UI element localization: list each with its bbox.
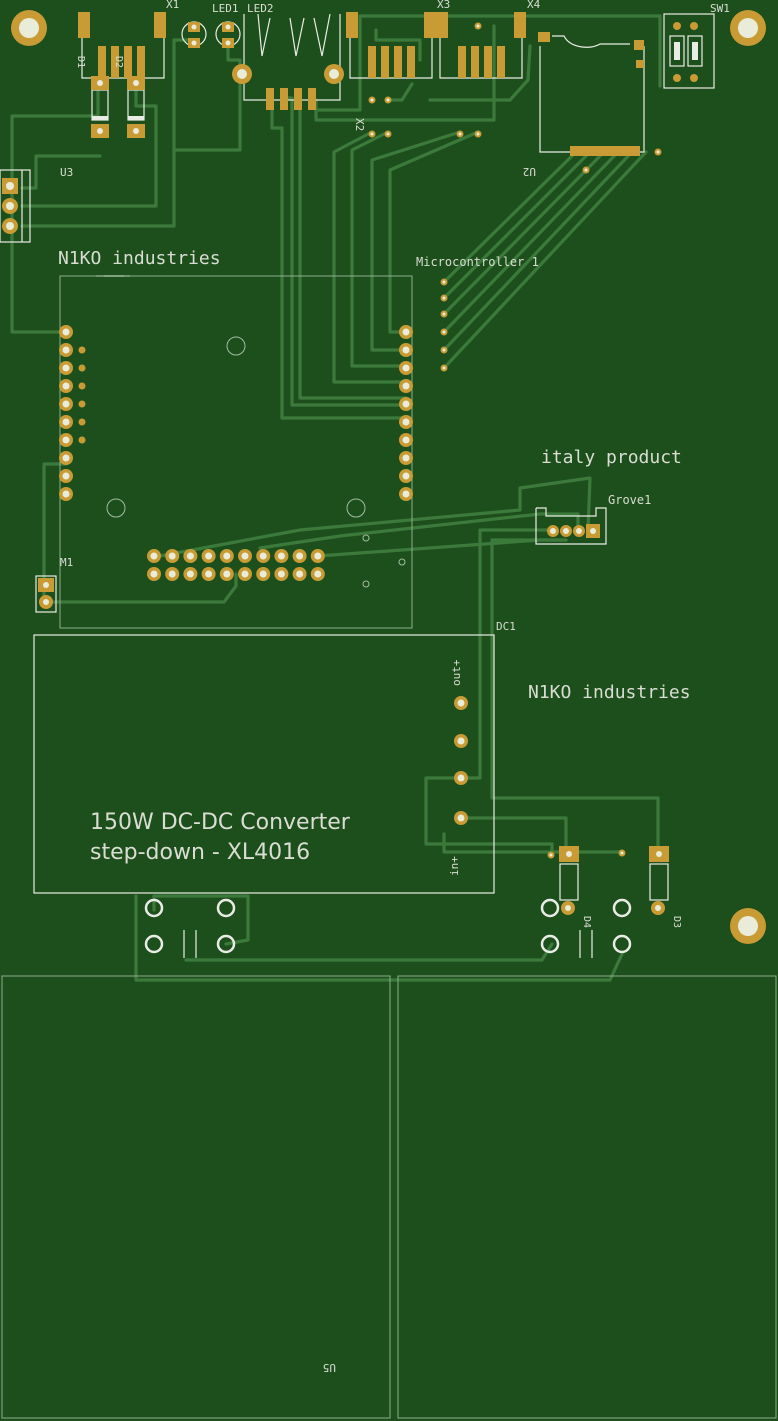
mcu-right-pin-hole xyxy=(402,472,410,480)
u5-label: U5 xyxy=(323,1361,336,1374)
mcu-bottom-pin-row1-hole xyxy=(205,552,213,560)
mcu-left-via xyxy=(78,400,86,408)
mcu-bottom-pin-row2-hole xyxy=(241,570,249,578)
d3-label: D3 xyxy=(671,916,682,928)
mcu-right-pin-hole xyxy=(402,400,410,408)
mcu-bottom-pin-row2-hole xyxy=(168,570,176,578)
d4-diode: D4 xyxy=(547,846,592,928)
mounting-holes xyxy=(11,10,766,944)
mcu-bottom-pin-row1-hole xyxy=(314,552,322,560)
d1-label: D1 xyxy=(75,56,86,68)
mcu-left-pin-hole xyxy=(62,382,70,390)
mcu-bottom-pin-row1-hole xyxy=(150,552,158,560)
sw1-label: SW1 xyxy=(710,2,730,15)
d3-diode: D3 xyxy=(618,846,682,928)
mcu-bottom-pin-row1-hole xyxy=(259,552,267,560)
mcu-left-pin-hole xyxy=(62,400,70,408)
mcu-bottom-pin-row1-hole xyxy=(296,552,304,560)
italy-product-label: italy product xyxy=(541,447,682,468)
dc1-label: DC1 xyxy=(496,620,516,633)
in-plus-label: in+ xyxy=(448,856,461,876)
out-plus-label: out+ xyxy=(450,659,463,686)
led1-label: LED1 xyxy=(212,2,239,15)
mcu-bottom-pin-row1-hole xyxy=(168,552,176,560)
brand-label-top: N1KO industries xyxy=(58,248,221,269)
grove1-label: Grove1 xyxy=(608,493,651,507)
x4-connector: X4 xyxy=(436,0,541,79)
x4-label: X4 xyxy=(527,0,541,11)
mcu-bottom-pin-row2-hole xyxy=(150,570,158,578)
sd-header-vias xyxy=(440,278,448,372)
sw1-switch: SW1 xyxy=(663,2,730,89)
mcu-bottom-pin-row2-hole xyxy=(186,570,194,578)
u5-footprint: U5 xyxy=(1,975,777,1419)
d2-diode: D2 xyxy=(113,56,145,138)
x3-label: X3 xyxy=(437,0,450,11)
m1-header: M1 xyxy=(35,556,73,613)
brand-label-right: N1KO industries xyxy=(528,682,691,703)
bottom-left-pads xyxy=(144,898,236,958)
x1-label: X1 xyxy=(166,0,179,11)
led2-label: LED2 xyxy=(247,2,274,15)
mcu-bottom-pin-row1-hole xyxy=(223,552,231,560)
x1-connector: X1 xyxy=(78,0,179,79)
mcu-right-pin-hole xyxy=(402,418,410,426)
vias-top xyxy=(368,22,662,174)
mcu-bottom-pin-row2-hole xyxy=(205,570,213,578)
mcu-left-pin-hole xyxy=(62,364,70,372)
mcu-left-pin-hole xyxy=(62,418,70,426)
d2-label: D2 xyxy=(113,56,124,68)
mcu-bottom-pin-row2-hole xyxy=(296,570,304,578)
mcu-left-pin-hole xyxy=(62,346,70,354)
x2-usb-connector: X2 xyxy=(232,13,366,131)
mcu-left-pin-hole xyxy=(62,328,70,336)
mcu-bottom-pin-row1-hole xyxy=(186,552,194,560)
u3-regulator: U3 xyxy=(0,166,73,243)
grove1-connector: Grove1 xyxy=(535,493,651,545)
bottom-right-pads xyxy=(540,898,632,958)
mcu-bottom-pin-row2-hole xyxy=(223,570,231,578)
u3-label: U3 xyxy=(60,166,73,179)
mcu-bottom-pin-row2-hole xyxy=(259,570,267,578)
mcu-left-via xyxy=(78,418,86,426)
microcontroller-footprint: Microcontroller 1 xyxy=(59,255,539,629)
led2 xyxy=(215,21,241,48)
mcu-left-via xyxy=(78,364,86,372)
converter-title-line2: step-down - XL4016 xyxy=(90,840,310,865)
x3-connector: X3 xyxy=(346,0,450,79)
mcu-bottom-pin-row2-hole xyxy=(314,570,322,578)
mcu-right-pin-hole xyxy=(402,364,410,372)
mcu-left-pin-hole xyxy=(62,436,70,444)
mcu-right-pin-hole xyxy=(402,490,410,498)
mcu-left-pin-hole xyxy=(62,454,70,462)
mcu-left-pin-hole xyxy=(62,472,70,480)
mcu-right-pin-hole xyxy=(402,382,410,390)
d1-diode: D1 xyxy=(75,56,109,138)
mcu-right-pin-hole xyxy=(402,454,410,462)
dc1-converter: DC1 out+ in+ 150W DC-DC Converter step-d… xyxy=(33,620,516,894)
mcu-right-pin-hole xyxy=(402,328,410,336)
mcu-bottom-pin-row1-hole xyxy=(241,552,249,560)
u2-sd-card-slot: U2 xyxy=(523,32,645,178)
m1-label: M1 xyxy=(60,556,73,569)
d4-label: D4 xyxy=(581,916,592,928)
mcu-bottom-pin-row2-hole xyxy=(277,570,285,578)
converter-title-line1: 150W DC-DC Converter xyxy=(90,810,351,835)
mcu-left-pin-hole xyxy=(62,490,70,498)
mcu-right-pin-hole xyxy=(402,346,410,354)
mcu-bottom-pin-row1-hole xyxy=(277,552,285,560)
mcu-left-via xyxy=(78,346,86,354)
microcontroller-label: Microcontroller 1 xyxy=(416,255,539,269)
x2-label: X2 xyxy=(353,118,366,131)
u2-label: U2 xyxy=(523,165,536,178)
led1 xyxy=(181,21,207,48)
microcontroller-pads xyxy=(59,325,413,581)
mcu-right-pin-hole xyxy=(402,436,410,444)
mcu-left-via xyxy=(78,436,86,444)
mcu-left-via xyxy=(78,382,86,390)
